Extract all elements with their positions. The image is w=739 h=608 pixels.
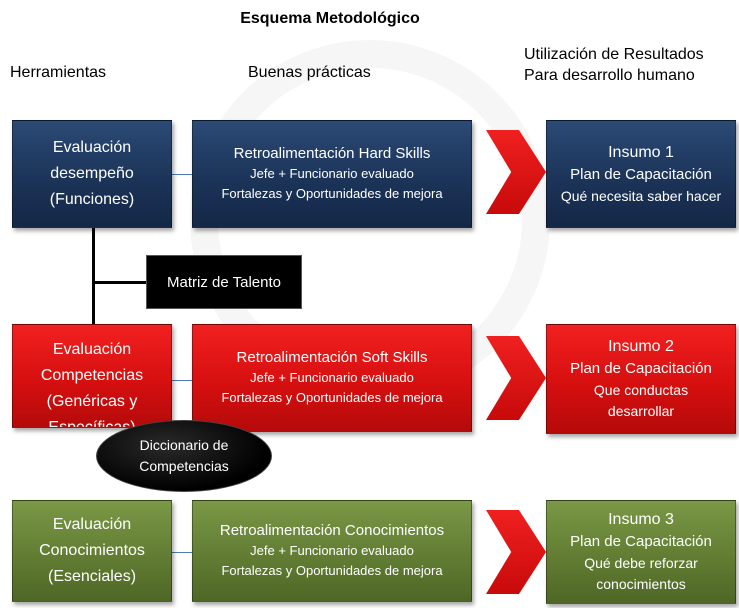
- competency-dictionary-ellipse: Diccionario de Competencias: [96, 420, 272, 492]
- tool-label-line: Evaluación: [52, 139, 132, 156]
- diagram-title: Esquema Metodológico: [240, 10, 420, 27]
- practice-line: Jefe + Funcionario evaluado: [250, 543, 414, 558]
- link-row2: [172, 380, 192, 381]
- practice-line: Jefe + Funcionario evaluado: [250, 166, 414, 181]
- output-line: desarrollar: [607, 403, 675, 419]
- link-row3: [172, 552, 192, 553]
- output-title: Insumo 2: [608, 338, 674, 355]
- output-subtitle: Plan de Capacitación: [570, 360, 712, 377]
- tool-label-line: Conocimientos: [39, 542, 145, 559]
- output-subtitle: Plan de Capacitación: [570, 165, 712, 183]
- tool-label-line: (Genéricas y: [46, 393, 138, 410]
- connector-vertical: [92, 226, 95, 324]
- tool-label-line: Específicas): [48, 419, 136, 428]
- chevron-arrow-icon: [486, 510, 546, 594]
- output-title: Insumo 1: [608, 143, 674, 161]
- practice-line: Jefe + Funcionario evaluado: [250, 370, 414, 385]
- header-results-line2: Para desarrollo humano: [524, 67, 695, 84]
- practice-line: Fortalezas y Oportunidades de mejora: [221, 186, 443, 201]
- talent-matrix-box: Matriz de Talento: [146, 255, 302, 309]
- header-results-line1: Utilización de Resultados: [524, 46, 704, 63]
- tool-label-line: (Funciones): [49, 191, 135, 208]
- practice-title: Retroalimentación Conocimientos: [219, 522, 445, 539]
- output-box-insumo-3: Insumo 3 Plan de Capacitación Qué debe r…: [546, 500, 736, 604]
- dictionary-line: Diccionario de: [139, 437, 229, 453]
- practice-box-hard-skills: Retroalimentación Hard Skills Jefe + Fun…: [192, 120, 472, 228]
- chevron-arrow-icon: [486, 336, 546, 420]
- output-line: Qué debe reforzar: [584, 555, 698, 571]
- header-tools: Herramientas: [10, 64, 107, 81]
- tool-label-line: Competencias: [40, 367, 144, 384]
- header-results: Utilización de Resultados Para desarroll…: [524, 44, 704, 86]
- tool-box-knowledge: Evaluación Conocimientos (Esenciales): [12, 500, 172, 602]
- tool-box-competencies: Evaluación Competencias (Genéricas y Esp…: [12, 324, 172, 428]
- output-line: conocimientos: [596, 576, 686, 592]
- connector-to-matrix: [92, 281, 147, 284]
- tool-label-line: desempeño: [50, 165, 134, 182]
- output-line: Qué necesita saber hacer: [560, 187, 722, 204]
- output-subtitle: Plan de Capacitación: [570, 533, 712, 550]
- practice-title: Retroalimentación Soft Skills: [236, 349, 428, 366]
- output-box-insumo-1: Insumo 1 Plan de Capacitación Qué necesi…: [546, 120, 736, 228]
- dictionary-line: Competencias: [139, 458, 229, 474]
- practice-title: Retroalimentación Hard Skills: [233, 145, 431, 162]
- header-practices: Buenas prácticas: [248, 64, 371, 81]
- tool-box-performance: Evaluación desempeño (Funciones): [12, 120, 172, 228]
- link-row1: [172, 174, 192, 175]
- tool-label-line: Evaluación: [52, 516, 132, 533]
- output-line: Que conductas: [593, 382, 689, 398]
- output-title: Insumo 3: [608, 511, 674, 528]
- practice-line: Fortalezas y Oportunidades de mejora: [221, 563, 443, 578]
- practice-line: Fortalezas y Oportunidades de mejora: [221, 390, 443, 405]
- practice-box-soft-skills: Retroalimentación Soft Skills Jefe + Fun…: [192, 324, 472, 432]
- tool-label-line: (Esenciales): [47, 568, 137, 585]
- output-box-insumo-2: Insumo 2 Plan de Capacitación Que conduc…: [546, 324, 736, 434]
- practice-box-knowledge: Retroalimentación Conocimientos Jefe + F…: [192, 500, 472, 602]
- tool-label-line: Evaluación: [52, 341, 132, 358]
